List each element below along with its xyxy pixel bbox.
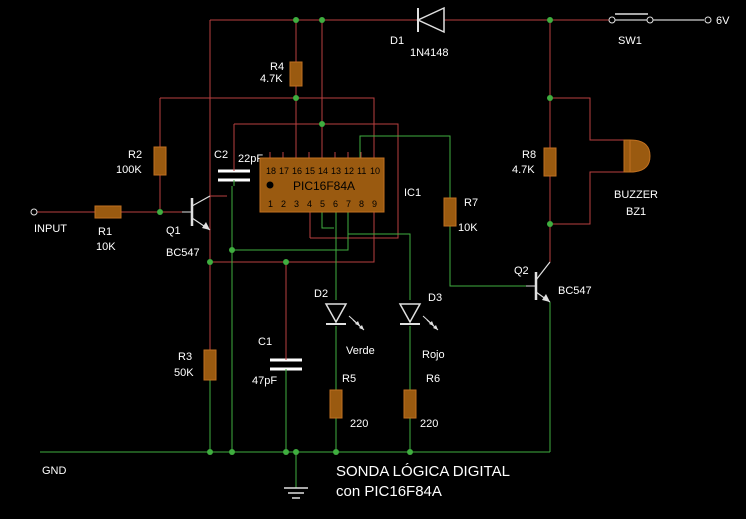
r3-label: R3 bbox=[178, 351, 192, 363]
ic-pin-2: 2 bbox=[281, 199, 286, 209]
r7-value: 10K bbox=[458, 222, 478, 234]
ic-pin-11: 11 bbox=[357, 166, 366, 176]
r2-label: R2 bbox=[128, 149, 142, 161]
ic1-pic16f84a: 18 17 16 15 14 13 12 11 10 PIC16F84A 1 2… bbox=[259, 152, 421, 213]
resistor-r5: R5 220 bbox=[329, 373, 368, 430]
d2-label: D2 bbox=[314, 288, 328, 300]
buzzer-bz1: BUZZER BZ1 bbox=[614, 139, 658, 218]
c1-value: 47pF bbox=[252, 375, 277, 387]
transistor-q2: Q2 BC547 bbox=[514, 261, 592, 303]
capacitor-c2: C2 22pF bbox=[214, 149, 263, 186]
d1-label: D1 bbox=[390, 35, 404, 47]
ic-pin-15: 15 bbox=[305, 166, 315, 176]
led-d3: D3 Rojo bbox=[398, 292, 445, 361]
resistor-r1: R1 10K bbox=[94, 205, 122, 253]
d2-color-label: Verde bbox=[346, 345, 375, 357]
d1-value: 1N4148 bbox=[410, 47, 449, 59]
ic-pin-17: 17 bbox=[279, 166, 289, 176]
resistor-r4: R4 4.7K bbox=[260, 61, 303, 87]
junction-dots bbox=[157, 17, 553, 455]
ic-pin-5: 5 bbox=[320, 199, 325, 209]
gnd-label: GND bbox=[42, 465, 67, 477]
resistor-r6: R6 220 bbox=[403, 373, 440, 430]
resistor-r3: R3 50K bbox=[174, 349, 217, 381]
ic-pin-8: 8 bbox=[359, 199, 364, 209]
switch-sw1: SW1 bbox=[608, 13, 654, 47]
resistor-r2: R2 100K bbox=[116, 146, 167, 176]
input-terminal: INPUT bbox=[30, 208, 67, 235]
resistor-r8: R8 4.7K bbox=[512, 147, 557, 177]
supply-label: 6V bbox=[716, 15, 730, 27]
ic-pin-14: 14 bbox=[318, 166, 328, 176]
red-wires bbox=[34, 19, 624, 352]
r1-label: R1 bbox=[98, 226, 112, 238]
r5-value: 220 bbox=[350, 418, 368, 430]
ic1-label: IC1 bbox=[404, 187, 421, 199]
ic-pin-18: 18 bbox=[266, 166, 276, 176]
diode-d1: D1 1N4148 bbox=[390, 6, 449, 59]
q2-label: Q2 bbox=[514, 265, 529, 277]
ic-top-pin-leads bbox=[269, 152, 375, 158]
q2-value: BC547 bbox=[558, 285, 592, 297]
r4-label: R4 bbox=[270, 61, 284, 73]
r1-value: 10K bbox=[96, 241, 116, 253]
r5-label: R5 bbox=[342, 373, 356, 385]
supply-terminal: 6V bbox=[704, 15, 730, 27]
sw1-label: SW1 bbox=[618, 35, 642, 47]
ic-pin-12: 12 bbox=[344, 166, 354, 176]
ic-pin-3: 3 bbox=[294, 199, 299, 209]
led-d2: D2 Verde bbox=[314, 288, 375, 357]
c1-label: C1 bbox=[258, 336, 272, 348]
ic-pin-1: 1 bbox=[268, 199, 273, 209]
d3-color-label: Rojo bbox=[422, 349, 445, 361]
r6-label: R6 bbox=[426, 373, 440, 385]
diagram-title-line1: SONDA LÓGICA DIGITAL bbox=[336, 463, 510, 480]
resistor-r7: R7 10K bbox=[443, 197, 478, 234]
transistor-q1: Q1 BC547 bbox=[166, 195, 211, 259]
capacitor-c1: C1 47pF bbox=[252, 336, 302, 387]
r8-value: 4.7K bbox=[512, 164, 535, 176]
ic-top-pins: 18 17 16 15 14 13 12 11 10 bbox=[266, 166, 380, 176]
r4-value: 4.7K bbox=[260, 73, 283, 85]
r6-value: 220 bbox=[420, 418, 438, 430]
ic-pin-16: 16 bbox=[292, 166, 302, 176]
buzzer-label: BUZZER bbox=[614, 189, 658, 201]
diagram-title-line2: con PIC16F84A bbox=[336, 483, 442, 500]
r3-value: 50K bbox=[174, 367, 194, 379]
d3-label: D3 bbox=[428, 292, 442, 304]
ic-pin-6: 6 bbox=[333, 199, 338, 209]
r8-label: R8 bbox=[522, 149, 536, 161]
bz1-label: BZ1 bbox=[626, 206, 646, 218]
input-label: INPUT bbox=[34, 223, 67, 235]
ic-pin-4: 4 bbox=[307, 199, 312, 209]
c2-label: C2 bbox=[214, 149, 228, 161]
ic-pin-7: 7 bbox=[346, 199, 351, 209]
ic1-part-name: PIC16F84A bbox=[293, 179, 355, 193]
q1-label: Q1 bbox=[166, 225, 181, 237]
c2-value: 22pF bbox=[238, 153, 263, 165]
ic-pin-13: 13 bbox=[331, 166, 341, 176]
q1-value: BC547 bbox=[166, 247, 200, 259]
r7-label: R7 bbox=[464, 197, 478, 209]
ic-bottom-pins: 1 2 3 4 5 6 7 8 9 bbox=[268, 199, 377, 209]
ground-symbol bbox=[284, 487, 308, 499]
ic-pin-10: 10 bbox=[370, 166, 380, 176]
ic-pin-9: 9 bbox=[372, 199, 377, 209]
r2-value: 100K bbox=[116, 164, 142, 176]
